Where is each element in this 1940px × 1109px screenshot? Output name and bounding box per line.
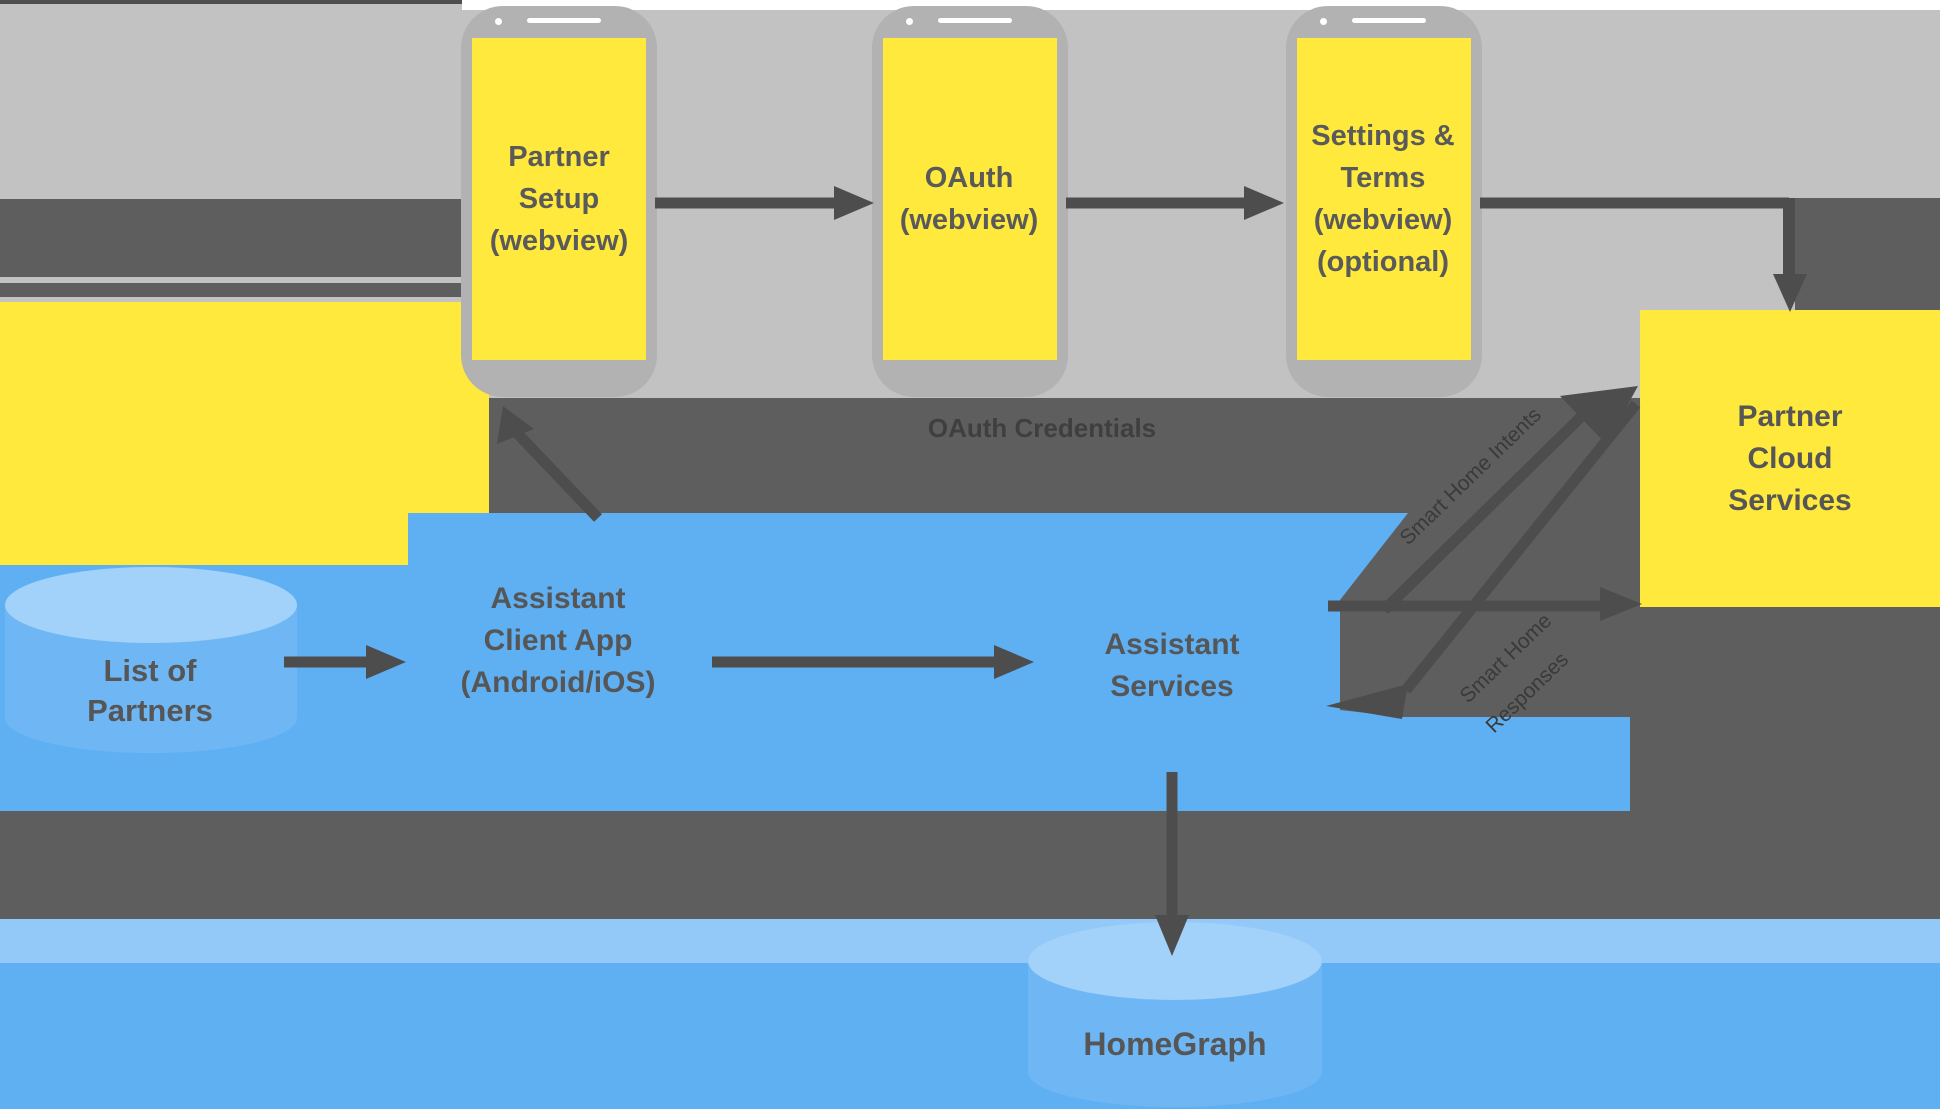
bottom-light-blue-strip [0,919,1940,963]
top-left-dark-line [0,0,462,4]
partner-setup-webview-screen [472,38,646,360]
left-thin-dark-strip [0,283,461,297]
list-of-partners-label: List of Partners [87,653,213,728]
partner-cloud-services-label: Partner Cloud Services [1728,400,1852,517]
top-white-strip [462,0,1940,10]
partner-cloud-services-box [1640,310,1940,607]
phone-speaker-icon [938,18,1012,23]
phone-speaker-icon [527,18,601,23]
phone-camera-icon [906,18,913,25]
homegraph-label: HomeGraph [1083,1025,1267,1062]
assistant-client-app-label: Assistant Client App (Android/iOS) [460,582,656,699]
oauth-credentials-label: OAuth Credentials [927,412,1157,443]
bottom-dark-band [0,811,1940,919]
phone-frame-settings-terms [1286,6,1482,397]
partner-setup-label: Partner Setup (webview) [489,141,629,257]
left-partner-yellow-box [0,302,489,565]
phone-camera-icon [1320,18,1327,25]
phone-frame-oauth [872,6,1068,397]
oauth-webview-screen [883,38,1057,360]
assistant-services-label: Assistant Services [1104,628,1240,703]
oauth-label: OAuth (webview) [899,162,1039,236]
left-thick-arrow-band [0,199,466,277]
phone-frame-partner-setup [461,6,657,397]
phone-speaker-icon [1352,18,1426,23]
phone-camera-icon [495,18,502,25]
settings-terms-label: Settings & Terms (webview) (optional) [1311,120,1455,278]
settings-terms-webview-screen [1297,38,1471,360]
